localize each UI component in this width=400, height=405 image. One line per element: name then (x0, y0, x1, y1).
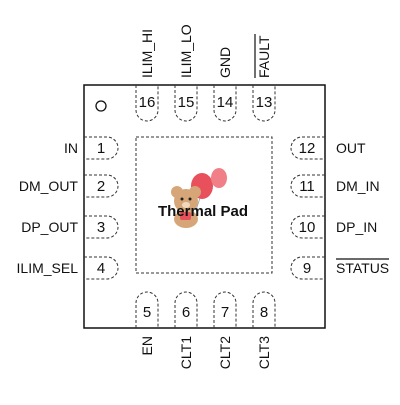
pin-pad (174, 85, 198, 122)
thermal-pad-label: Thermal Pad (158, 203, 248, 220)
pin-number: 3 (97, 219, 105, 236)
pin-signal-label: CLT2 (217, 336, 233, 369)
pin-pad (290, 215, 325, 239)
pin-signal-label: DM_IN (336, 178, 380, 194)
pin-5: 5EN (135, 291, 159, 355)
pin-number: 16 (139, 94, 156, 111)
pin-signal-label: EN (139, 336, 155, 355)
pin-pad (213, 291, 237, 328)
pin-9: 9 STATUS (290, 256, 389, 280)
pin-signal-label: DM_OUT (19, 178, 79, 194)
pin-pad (84, 215, 119, 239)
pin-number: 11 (299, 178, 315, 195)
pin-signal-label: FAULT (256, 35, 272, 78)
bear-mascot-icon (171, 168, 227, 228)
pin1-marker (95, 100, 107, 112)
pin-pad (290, 136, 325, 160)
pin-pad (213, 85, 237, 122)
pin-number: 1 (97, 140, 105, 157)
pin-signal-label: ILIM_HI (139, 29, 155, 78)
pin-signal-label: OUT (336, 140, 366, 156)
thermal-pad (135, 136, 273, 274)
pin-signal-label: DP_OUT (21, 219, 78, 235)
pin-signal-label: DP_IN (336, 219, 377, 235)
pin-14: 14 GND (213, 47, 237, 122)
pin-pad (290, 174, 325, 198)
pin-pad (84, 136, 119, 160)
pin-15: 15 ILIM_LO (174, 24, 198, 122)
pin-number: 13 (256, 94, 273, 111)
pin-number: 15 (178, 94, 195, 111)
pin-16: 16 ILIM_HI (135, 29, 159, 122)
pin-signal-label: CLT1 (178, 336, 194, 369)
pin-13: 13 FAULT (252, 34, 276, 122)
pin-number: 9 (303, 260, 311, 277)
pin-11: 11 DM_IN (290, 174, 380, 198)
pin-signal-label: GND (217, 47, 233, 78)
pin-pad (252, 85, 276, 122)
pin-1: 1 IN (64, 136, 119, 160)
pin-number: 14 (217, 94, 234, 111)
pin-12: 12 OUT (290, 136, 366, 160)
pin-number: 12 (299, 140, 316, 157)
pin-signal-label: ILIM_LO (178, 24, 194, 78)
pin-signal-label: ILIM_SEL (17, 260, 79, 276)
pin-number: 5 (143, 304, 151, 321)
pin-pad (135, 291, 159, 328)
pin-4: 4 ILIM_SEL (17, 256, 119, 280)
pin-pad (84, 174, 119, 198)
pin-number: 4 (97, 260, 105, 277)
pin-signal-label: STATUS (336, 260, 389, 276)
pin-number: 2 (97, 178, 105, 195)
package-outline (83, 84, 326, 329)
pin-number: 6 (182, 304, 190, 321)
pin-2: 2 DM_OUT (19, 174, 119, 198)
pin-pad (135, 85, 159, 122)
pin-signal-label: CLT3 (256, 336, 272, 369)
pin-10: 10 DP_IN (290, 215, 377, 239)
pin-pad (84, 256, 119, 280)
pin-pad (174, 291, 198, 328)
pin-number: 8 (260, 304, 268, 321)
pin-signal-label: IN (64, 140, 78, 156)
pin-number: 7 (221, 304, 229, 321)
pin-number: 10 (299, 219, 316, 236)
pin-pad (252, 291, 276, 328)
pin-3: 3 DP_OUT (21, 215, 119, 239)
pin-pad (290, 256, 325, 280)
